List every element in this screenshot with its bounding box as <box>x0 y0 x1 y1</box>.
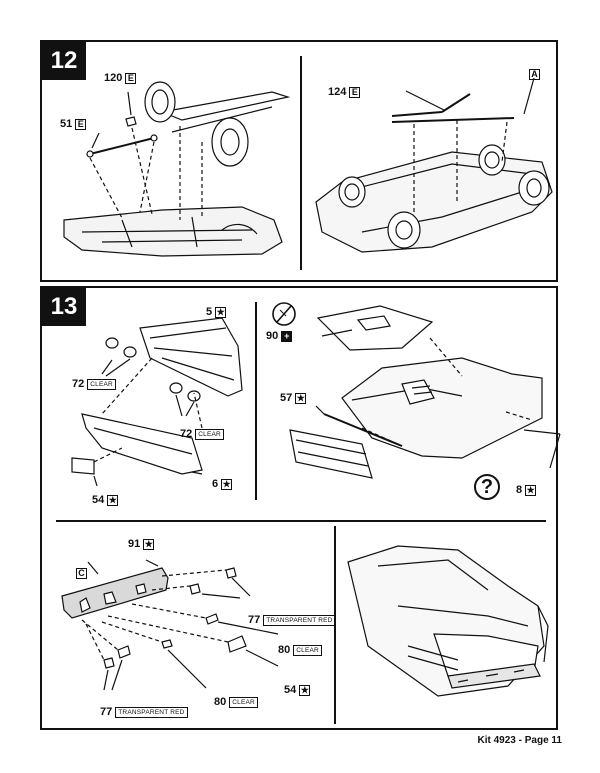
part-number: 51 <box>60 118 73 130</box>
finish-tag: TRANSPARENT RED <box>263 614 336 626</box>
finish-tag: CLEAR <box>195 428 224 440</box>
part-number: 91 <box>128 538 141 550</box>
star-box: ★ <box>143 538 155 550</box>
tree-code-box: E <box>349 86 361 98</box>
plus-box: + <box>281 330 293 342</box>
part-label-72: 72 CLEAR <box>180 428 224 440</box>
part-label-51: 51 E <box>60 118 87 130</box>
star-box: ★ <box>299 684 311 696</box>
part-number: 54 <box>92 494 105 506</box>
tree-code-box: E <box>125 72 137 84</box>
part-number: 124 <box>328 86 347 98</box>
finish-tag: CLEAR <box>293 644 322 656</box>
finish-tag: CLEAR <box>229 696 258 708</box>
front-bumper-illustration <box>71 317 243 487</box>
underbody-illustration <box>315 77 553 253</box>
star-box: ★ <box>107 494 119 506</box>
part-label-90: 90 + <box>266 330 293 342</box>
page-footer: Kit 4923 - Page 11 <box>477 735 563 746</box>
part-number: 77 <box>248 614 261 626</box>
part-number: 8 <box>516 484 523 496</box>
help-icon: ? <box>474 474 500 500</box>
part-number: 77 <box>100 706 113 718</box>
finish-tag: TRANSPARENT RED <box>115 706 188 718</box>
hood-engine-illustration <box>272 302 561 479</box>
rear-bumper-illustration <box>61 559 279 691</box>
tree-code-box: E <box>75 118 87 130</box>
step-number-12: 12 <box>42 42 86 80</box>
tree-code-box: C <box>76 568 87 579</box>
panel-divider <box>56 520 546 522</box>
part-label-80: 80 CLEAR <box>278 644 322 656</box>
step-13-panel: 13 5 <box>40 286 561 730</box>
part-label-6: 6 ★ <box>212 478 233 490</box>
finish-tag: CLEAR <box>87 378 116 390</box>
part-number: 90 <box>266 330 279 342</box>
part-number: 6 <box>212 478 219 490</box>
star-box: ★ <box>525 484 537 496</box>
part-label-77: 77 TRANSPARENT RED <box>248 614 336 626</box>
part-number: 57 <box>280 392 293 404</box>
part-number: 72 <box>180 428 193 440</box>
part-label-124: 124 E <box>328 86 361 98</box>
star-box: ★ <box>221 478 233 490</box>
rear-view-illustration <box>347 545 549 697</box>
part-label-8: 8 ★ <box>516 484 537 496</box>
part-number: 80 <box>214 696 227 708</box>
part-label-5: 5 ★ <box>206 306 227 318</box>
tree-code-box: A <box>529 69 540 80</box>
part-label-91: 91 ★ <box>128 538 155 550</box>
part-number: 54 <box>284 684 297 696</box>
part-label-77: 77 TRANSPARENT RED <box>100 706 188 718</box>
part-label-54: 54 ★ <box>92 494 119 506</box>
part-label-120: 120 E <box>104 72 137 84</box>
tree-label-c: C <box>76 568 87 579</box>
tree-label-a: A <box>529 69 540 80</box>
part-number: 5 <box>206 306 213 318</box>
panel-divider <box>255 302 257 500</box>
part-label-54: 54 ★ <box>284 684 311 696</box>
part-number: 120 <box>104 72 123 84</box>
part-label-80: 80 CLEAR <box>214 696 258 708</box>
step-number-13: 13 <box>42 288 86 326</box>
star-box: ★ <box>295 392 307 404</box>
part-label-57: 57 ★ <box>280 392 307 404</box>
part-number: 72 <box>72 378 85 390</box>
part-number: 80 <box>278 644 291 656</box>
star-box: ★ <box>215 306 227 318</box>
step-12-panel: 12 <box>40 40 558 282</box>
rear-axle-illustration <box>63 81 291 257</box>
panel-divider <box>300 56 302 270</box>
part-label-72: 72 CLEAR <box>72 378 116 390</box>
